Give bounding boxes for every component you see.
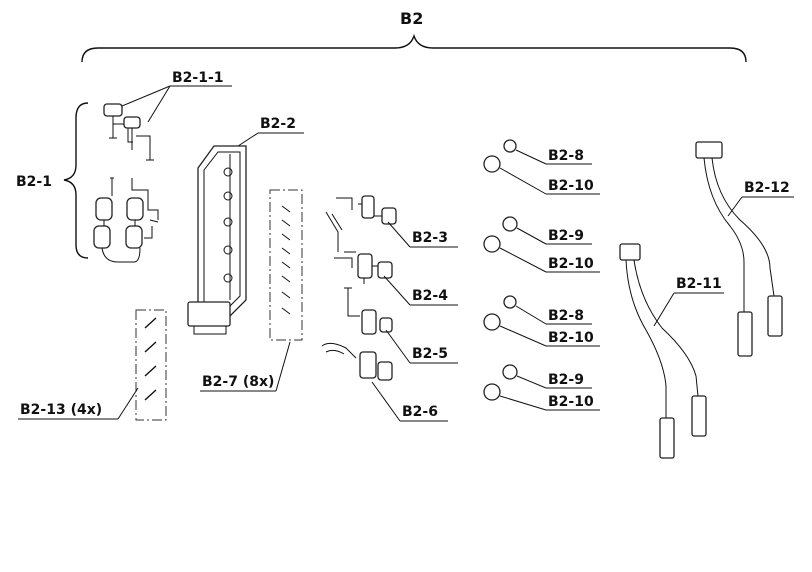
label-b2-1: B2-1: [16, 174, 52, 190]
leader-b2-8-top: [515, 149, 547, 165]
b2-7-screw-box: [269, 189, 303, 341]
leader-b2-11: [653, 292, 675, 327]
b2-1-valve-assembly: [93, 177, 159, 263]
label-b2-8-top: B2-8: [548, 148, 584, 164]
b2-4-pipe-assembly: [334, 251, 393, 284]
cap-b2-8-top: [503, 139, 517, 153]
label-b2-8-bottom: B2-8: [548, 308, 584, 324]
leader-b2-10-a: [499, 167, 547, 195]
leader-b2-3: [387, 221, 411, 248]
nut-b2-10-c: [483, 313, 501, 331]
leader-b2-1-1-b: [147, 85, 171, 123]
label-b2-7: B2-7 (8x): [202, 374, 274, 390]
label-b2: B2: [400, 9, 423, 28]
leader-b2-10-d: [499, 395, 547, 411]
b2-6-pipe-assembly: [321, 342, 393, 381]
b2-2-mounting-plate: [187, 145, 247, 335]
leader-b2-6: [371, 381, 401, 422]
leader-b2-9-a: [516, 227, 547, 245]
nut-b2-10-d: [483, 383, 501, 401]
leader-b2-10-b: [499, 247, 547, 273]
label-b2-9-b: B2-9: [548, 372, 584, 388]
b2-3-pipe-assembly: [325, 195, 397, 252]
leader-b2-1-1-a: [121, 85, 171, 107]
label-b2-10-d: B2-10: [548, 394, 594, 410]
b2-1-group-brace: [63, 102, 89, 259]
label-b2-9-a: B2-9: [548, 228, 584, 244]
nut-b2-10-a: [483, 155, 501, 173]
cap-b2-8-bottom: [503, 295, 517, 309]
b2-7-screws: [281, 205, 291, 315]
b2-group-brace: [81, 33, 747, 63]
label-b2-3: B2-3: [412, 230, 448, 246]
label-b2-10-c: B2-10: [548, 330, 594, 346]
label-b2-11: B2-11: [676, 276, 722, 292]
label-b2-6: B2-6: [402, 404, 438, 420]
leader-b2-13: [117, 387, 139, 420]
cap-b2-9-b: [502, 364, 518, 380]
b2-5-pipe-assembly: [344, 287, 393, 335]
label-b2-1-1: B2-1-1: [172, 70, 224, 86]
b2-1-1-fittings: [103, 103, 154, 161]
leader-b2-7: [275, 341, 291, 392]
label-b2-13: B2-13 (4x): [20, 402, 102, 418]
leader-b2-4: [383, 275, 411, 306]
leader-b2-5: [385, 329, 411, 364]
cap-b2-9-a: [502, 216, 518, 232]
b2-11-sensor-harness: [619, 243, 707, 459]
nut-b2-10-b: [483, 235, 501, 253]
label-b2-10-b: B2-10: [548, 256, 594, 272]
label-b2-5: B2-5: [412, 346, 448, 362]
leader-b2-8-bottom: [515, 305, 547, 325]
b2-13-pins: [144, 317, 157, 401]
label-b2-2: B2-2: [260, 116, 296, 132]
leader-b2-10-c: [499, 325, 547, 347]
label-b2-10-a: B2-10: [548, 178, 594, 194]
label-b2-4: B2-4: [412, 288, 448, 304]
b2-12-sensor-harness: [695, 141, 783, 357]
label-b2-12: B2-12: [744, 180, 790, 196]
leader-b2-9-b: [516, 375, 547, 389]
b2-13-pin-box: [135, 309, 167, 421]
leader-b2-12: [727, 196, 743, 217]
